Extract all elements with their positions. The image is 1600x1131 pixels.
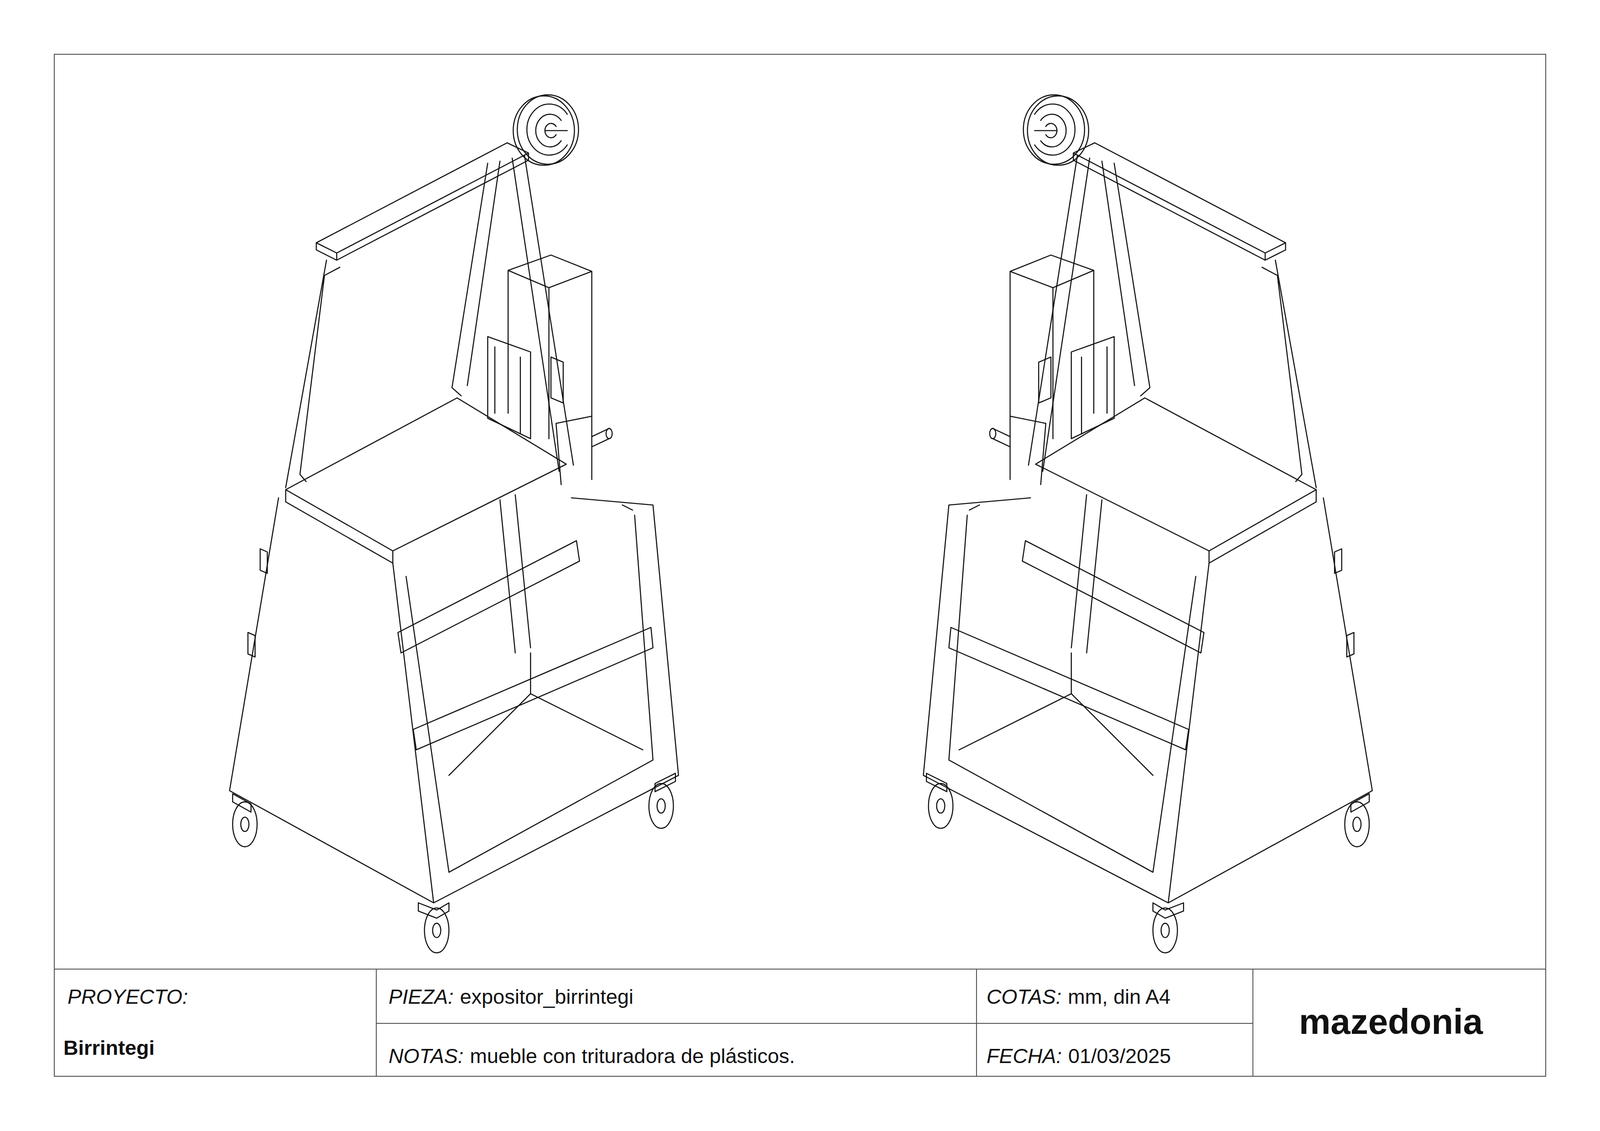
- cart-illustration: [923, 94, 1372, 953]
- company-logo-text: mazedonia: [1298, 1001, 1483, 1043]
- field-label: NOTAS:: [388, 1044, 464, 1069]
- cart-front-view: [229, 94, 679, 953]
- part-name: expositor_birrintegi: [460, 985, 634, 1009]
- cart-back-view: [923, 94, 1372, 953]
- date-text: 01/03/2025: [1068, 1044, 1171, 1069]
- border-frame: [54, 54, 1546, 1077]
- units-text: mm, din A4: [1067, 985, 1171, 1009]
- field-label: PIEZA:: [388, 985, 454, 1009]
- note-text: mueble con trituradora de plásticos.: [469, 1044, 795, 1069]
- sheet-frame: [54, 54, 1546, 1077]
- title-block-grid: [54, 969, 1546, 1077]
- field-label: COTAS:: [986, 985, 1062, 1009]
- field-label: FECHA:: [986, 1044, 1062, 1069]
- field-label: PROYECTO:: [67, 985, 188, 1009]
- project-name: Birrintegi: [63, 1036, 155, 1060]
- cart-illustration: [229, 94, 679, 953]
